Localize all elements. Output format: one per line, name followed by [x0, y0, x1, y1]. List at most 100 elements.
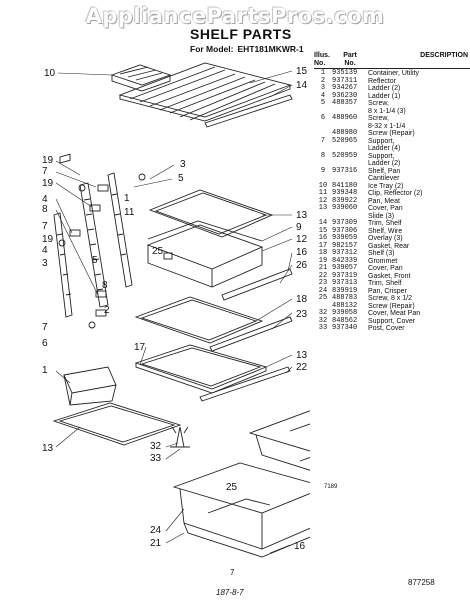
- part-number: 937340: [332, 324, 358, 332]
- ladder-left: [79, 182, 109, 308]
- illus-number: 17: [318, 241, 328, 250]
- part-description: Container, Utility: [368, 70, 419, 77]
- callout-label: 24: [150, 525, 162, 536]
- part-description: Cover, Meat Pan: [368, 310, 421, 317]
- callout-label: 15: [296, 66, 308, 77]
- part-description: Ladder (1): [368, 92, 401, 100]
- meat-pan: [146, 224, 264, 288]
- part-number: 488357: [332, 99, 358, 107]
- part-number: 935139: [332, 69, 358, 77]
- illus-number: 32: [318, 309, 328, 317]
- part-number: 488960: [332, 114, 358, 122]
- part-number: 839922: [332, 196, 358, 205]
- utility-container: [63, 366, 117, 406]
- table-row: Ladder (2): [314, 160, 470, 168]
- part-number: 937319: [332, 271, 358, 280]
- callout-label: 5: [178, 173, 184, 184]
- callout-label: 25: [226, 482, 238, 493]
- part-number: 939059: [332, 234, 358, 242]
- part-number: 488132: [332, 301, 358, 310]
- part-number: 488783: [332, 294, 358, 302]
- illus-number: 9: [320, 166, 326, 175]
- ice-tray: [110, 64, 172, 92]
- part-description: Cantilever: [368, 175, 400, 182]
- shelf-trim: [204, 94, 293, 128]
- callout-label: 4: [42, 245, 48, 256]
- part-number: 848562: [332, 316, 358, 325]
- part-description: Overlay (3): [368, 235, 403, 242]
- illus-number: 25: [318, 294, 328, 302]
- part-number: 937316: [332, 166, 358, 175]
- part-description: Ladder (2): [368, 85, 401, 92]
- callout-label: 8: [102, 280, 108, 291]
- illus-number: 13: [318, 204, 328, 212]
- overlay-trim: [221, 268, 293, 301]
- part-description: Ladder (2): [368, 160, 401, 167]
- part-description: Shelf, Pan: [368, 167, 401, 175]
- part-number: 982157: [332, 241, 358, 250]
- callout-label: 8: [42, 204, 48, 215]
- header-rule: [314, 68, 470, 69]
- illus-number: 24: [318, 286, 328, 295]
- part-description: Support, Cover: [368, 317, 416, 325]
- part-description: Gasket, Rear: [368, 242, 410, 250]
- footer-mark: 187-8-7: [216, 588, 244, 597]
- callout-label: 25: [152, 246, 164, 257]
- illus-number: [314, 123, 332, 131]
- model-line: For Model:EHT181MKWR-1: [190, 44, 304, 54]
- illus-number: 18: [318, 249, 328, 257]
- glass-shelf-upper: [148, 189, 274, 238]
- callout-label: 13: [42, 443, 54, 454]
- part-description: Screw, 8 x 1/2: [368, 295, 412, 302]
- table-row: 8 x 1-1/4 (3): [314, 108, 470, 116]
- illus-number: 2: [320, 76, 326, 85]
- illus-number: 14: [318, 219, 328, 227]
- callout-label: 7: [42, 221, 48, 232]
- part-number: 939060: [332, 204, 358, 212]
- table-row: 9 937316 Shelf, Pan: [314, 166, 470, 176]
- callout-label: 6: [42, 338, 48, 349]
- part-number: 841180: [332, 181, 358, 190]
- callout-label: 23: [296, 309, 308, 320]
- part-number: 842339: [332, 256, 358, 265]
- part-number: 937312: [332, 249, 358, 257]
- illus-number: 12: [318, 196, 328, 205]
- part-number: 937309: [332, 219, 358, 227]
- callout-label: 5: [92, 255, 98, 266]
- illus-number: 19: [318, 256, 328, 265]
- table-row: Slide (3): [314, 213, 470, 221]
- callout-label: 3: [180, 159, 186, 170]
- illus-number: 32: [318, 316, 328, 325]
- glass-shelf-bottom: [52, 402, 182, 446]
- part-description: Screw (Repair): [368, 130, 415, 137]
- illus-number: 8: [320, 151, 326, 160]
- crisper-pan-front: [172, 462, 310, 558]
- illus-number: 11: [318, 189, 328, 197]
- callout-label: 2: [104, 305, 110, 316]
- illus-number: 7: [320, 136, 326, 145]
- part-number: 939058: [332, 309, 358, 317]
- callout-label: 26: [296, 260, 308, 271]
- table-row: 25 488783 Screw, 8 x 1/2: [314, 294, 470, 303]
- parts-table-header: Illus. No. Part No. DESCRIPTION: [314, 52, 470, 67]
- part-description: Screw,: [368, 100, 390, 107]
- callout-label: 1: [42, 365, 48, 376]
- part-number: 936230: [332, 91, 358, 100]
- shelf-trim-middle: [209, 316, 293, 352]
- part-number: 937311: [332, 76, 358, 85]
- part-number: 488980: [332, 129, 358, 137]
- crisper-pan-right: [248, 410, 310, 471]
- part-description: Gasket, Front: [368, 272, 411, 280]
- illus-number: 6: [320, 114, 326, 122]
